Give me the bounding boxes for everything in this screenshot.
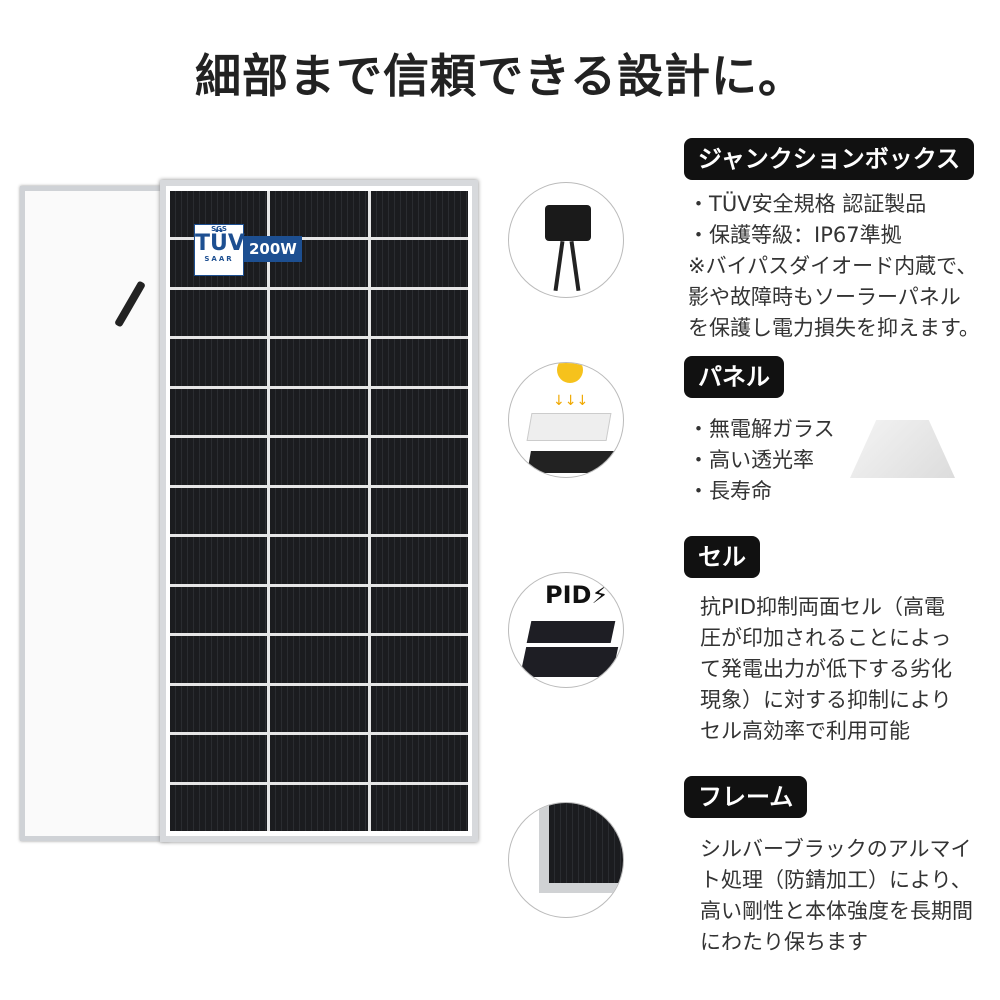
section-label-cell: セル: [684, 536, 760, 578]
tuv-main: TÜV: [195, 231, 245, 256]
tuv-logo: SGS TÜV SAAR: [194, 224, 245, 276]
solar-cell: [270, 735, 368, 782]
cell-text: 抗PID抑制両面セル（高電 圧が印加されることによっ て発電出力が低下する劣化 …: [700, 592, 952, 747]
solar-cell: [370, 289, 468, 337]
solar-panel-back: [20, 186, 170, 841]
text-line: セル高効率で利用可能: [700, 719, 910, 743]
solar-cell: [370, 487, 468, 535]
junction-box-image: [508, 182, 624, 298]
solar-cell: [170, 487, 268, 535]
text-line: ・無電解ガラス: [688, 417, 835, 441]
text-line: ト処理（防錆加工）により、: [700, 868, 972, 892]
solar-panel-front: SGS TÜV SAAR 200W: [160, 180, 478, 842]
solar-cell: [370, 537, 468, 584]
section-label-frame: フレーム: [684, 776, 808, 818]
tuv-bottom: SAAR: [204, 255, 234, 263]
solar-cell: [370, 438, 468, 485]
page-title: 細部まで信頼できる設計に。: [194, 49, 806, 103]
solar-cell: [270, 487, 368, 535]
text-line: 抗PID抑制両面セル（高電: [700, 595, 946, 619]
text-line: ・高い透光率: [688, 448, 814, 472]
solar-cell: [370, 388, 468, 436]
text-line: て発電出力が低下する劣化: [700, 657, 952, 681]
sun-icon: [557, 363, 583, 383]
solar-cells: [170, 191, 468, 831]
frame-image: [508, 802, 624, 918]
junction-box-text: ・TÜV安全規格 認証製品 ・保護等級：IP67準拠 ※バイパスダイオード内蔵で…: [688, 189, 980, 344]
lightning-icon: ⚡: [591, 581, 609, 609]
pid-label: PID: [545, 581, 592, 609]
solar-cell: [170, 289, 268, 337]
text-line: 圧が印加されることによっ: [700, 626, 952, 650]
text-line: ・保護等級：IP67準拠: [688, 223, 902, 247]
panel-text: ・無電解ガラス ・高い透光率 ・長寿命: [688, 414, 835, 507]
tuv-top: SGS: [211, 225, 227, 233]
wattage-badge: 200W: [244, 236, 302, 262]
frame-text: シルバーブラックのアルマイ ト処理（防錆加工）により、 高い剛性と本体強度を長期…: [700, 834, 973, 958]
text-line: ※バイパスダイオード内蔵で、: [688, 254, 978, 278]
solar-cell: [170, 586, 268, 634]
solar-cell: [270, 586, 368, 634]
solar-cell: [370, 240, 468, 287]
solar-cell: [270, 537, 368, 584]
solar-cell: [370, 191, 468, 238]
text-line: 現象）に対する抑制により: [700, 688, 952, 712]
solar-cell: [170, 537, 268, 584]
solar-cell: [270, 191, 368, 238]
solar-cell: [270, 784, 368, 831]
cell-image: PID⚡: [508, 572, 624, 688]
solar-cell: [170, 438, 268, 485]
solar-cell: [370, 784, 468, 831]
text-line: ・長寿命: [688, 479, 772, 503]
solar-cell: [370, 735, 468, 782]
glass-sheet-image: [850, 420, 955, 478]
text-line: 影や故障時もソーラーパネル: [688, 285, 961, 309]
solar-cell: [370, 339, 468, 386]
text-line: を保護し電力損失を抑えます。: [688, 316, 980, 340]
solar-cell: [170, 784, 268, 831]
panel-glass-image: ↓↓↓: [508, 362, 624, 478]
solar-cell: [170, 339, 268, 386]
solar-cell: [370, 685, 468, 733]
solar-cell: [270, 438, 368, 485]
text-line: ・TÜV安全規格 認証製品: [688, 192, 927, 216]
solar-cell: [370, 586, 468, 634]
solar-cell: [370, 636, 468, 683]
text-line: シルバーブラックのアルマイ: [700, 837, 972, 861]
text-line: 高い剛性と本体強度を長期間: [700, 899, 973, 923]
solar-cell: [170, 636, 268, 683]
solar-cell: [170, 685, 268, 733]
solar-cell: [270, 339, 368, 386]
solar-cell: [170, 735, 268, 782]
text-line: にわたり保ちます: [700, 930, 868, 954]
solar-cell: [170, 388, 268, 436]
solar-cell: [270, 685, 368, 733]
section-label-junction-box: ジャンクションボックス: [684, 138, 975, 180]
section-label-panel: パネル: [684, 356, 784, 398]
solar-cell: [270, 388, 368, 436]
solar-cell: [270, 289, 368, 337]
solar-cell: [270, 636, 368, 683]
